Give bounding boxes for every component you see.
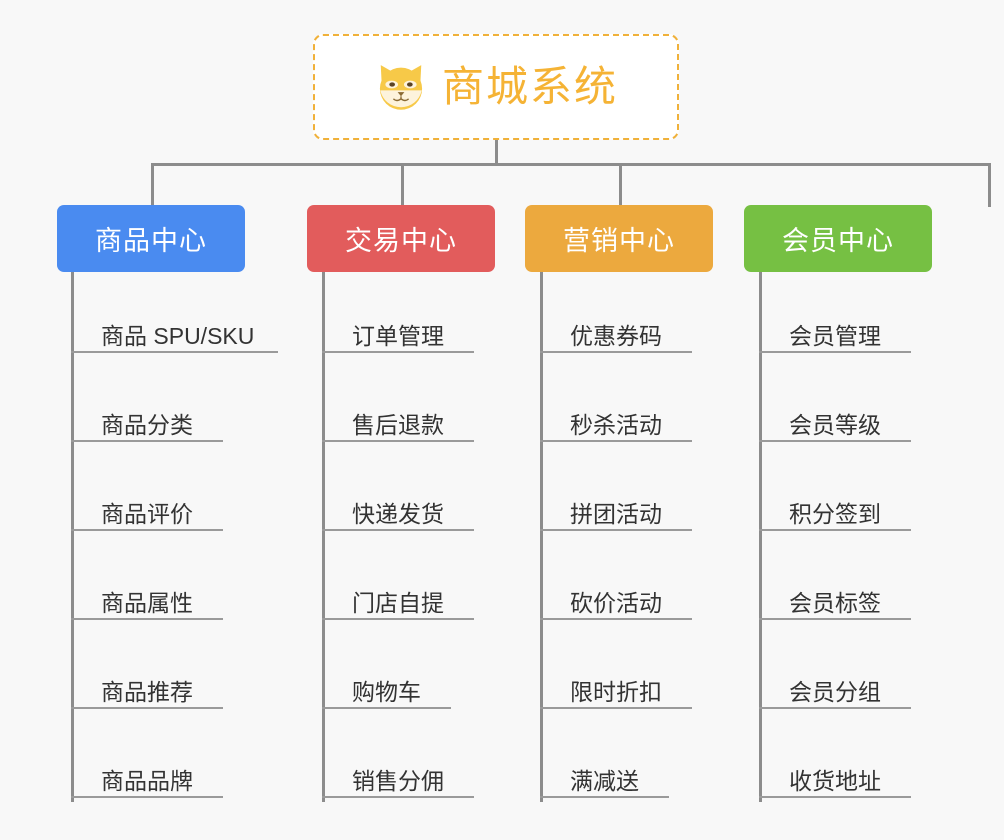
category-label: 营销中心 — [563, 226, 675, 256]
leaf-rule — [540, 529, 692, 531]
spine-member-center — [759, 272, 762, 802]
leaf-rule — [322, 440, 474, 442]
leaf-label: 会员等级 — [789, 412, 881, 438]
connector-root-stem — [495, 140, 498, 165]
leaf-rule — [322, 796, 474, 798]
leaf-label: 优惠券码 — [570, 323, 662, 349]
connector-horizontal-bus — [151, 163, 991, 166]
connector-drop-3 — [619, 163, 622, 207]
leaf-label: 销售分佣 — [352, 768, 444, 794]
leaf-item[interactable]: 商品推荐 — [71, 665, 223, 709]
leaf-rule — [540, 796, 669, 798]
leaf-item[interactable]: 拼团活动 — [540, 487, 692, 531]
leaf-item[interactable]: 订单管理 — [322, 309, 474, 353]
leaf-item[interactable]: 积分签到 — [759, 487, 911, 531]
leaf-item[interactable]: 会员管理 — [759, 309, 911, 353]
leaf-rule — [759, 351, 911, 353]
leaf-label: 满减送 — [570, 768, 639, 794]
connector-drop-2 — [401, 163, 404, 207]
leaf-item[interactable]: 会员标签 — [759, 576, 911, 620]
leaf-rule — [759, 618, 911, 620]
spine-product-center — [71, 272, 74, 802]
category-label: 商品中心 — [95, 226, 207, 256]
category-label: 会员中心 — [782, 226, 894, 256]
shiba-dog-icon — [379, 65, 423, 110]
category-box-product-center[interactable]: 商品中心 — [57, 205, 245, 272]
leaf-label: 商品品牌 — [101, 768, 193, 794]
leaf-item[interactable]: 限时折扣 — [540, 665, 692, 709]
leaf-label: 积分签到 — [789, 501, 881, 527]
leaf-label: 售后退款 — [352, 412, 444, 438]
leaf-item[interactable]: 商品分类 — [71, 398, 223, 442]
category-box-member-center[interactable]: 会员中心 — [744, 205, 932, 272]
leaf-item[interactable]: 秒杀活动 — [540, 398, 692, 442]
leaf-label: 门店自提 — [352, 590, 444, 616]
leaf-item[interactable]: 商品品牌 — [71, 754, 223, 798]
spine-trade-center — [322, 272, 325, 802]
leaf-rule — [322, 351, 474, 353]
leaf-item[interactable]: 会员分组 — [759, 665, 911, 709]
leaf-rule — [322, 529, 474, 531]
leaf-label: 商品属性 — [101, 590, 193, 616]
leaf-rule — [322, 707, 451, 709]
leaf-rule — [71, 440, 223, 442]
leaf-rule — [540, 440, 692, 442]
leaf-label: 商品推荐 — [101, 679, 193, 705]
leaf-rule — [322, 618, 474, 620]
connector-drop-4 — [988, 163, 991, 207]
leaf-item[interactable]: 满减送 — [540, 754, 669, 798]
spine-marketing-center — [540, 272, 543, 802]
leaf-label: 限时折扣 — [570, 679, 662, 705]
leaf-label: 订单管理 — [352, 323, 444, 349]
leaf-label: 会员管理 — [789, 323, 881, 349]
leaf-label: 收货地址 — [789, 768, 881, 794]
leaf-rule — [71, 796, 223, 798]
connector-drop-1 — [151, 163, 154, 207]
leaf-item[interactable]: 门店自提 — [322, 576, 474, 620]
leaf-item[interactable]: 优惠券码 — [540, 309, 692, 353]
leaf-label: 会员标签 — [789, 590, 881, 616]
root-node-shop-system[interactable]: 商城系统 — [313, 34, 679, 140]
leaf-rule — [759, 440, 911, 442]
leaf-rule — [71, 618, 223, 620]
leaf-item[interactable]: 会员等级 — [759, 398, 911, 442]
leaf-label: 商品 SPU/SKU — [101, 323, 255, 349]
leaf-label: 秒杀活动 — [570, 412, 662, 438]
leaf-rule — [71, 707, 223, 709]
leaf-label: 砍价活动 — [570, 590, 662, 616]
leaf-rule — [759, 707, 911, 709]
leaf-item[interactable]: 销售分佣 — [322, 754, 474, 798]
leaf-label: 拼团活动 — [570, 501, 662, 527]
leaf-rule — [540, 351, 692, 353]
leaf-label: 商品分类 — [101, 412, 193, 438]
category-box-marketing-center[interactable]: 营销中心 — [525, 205, 713, 272]
leaf-rule — [759, 796, 911, 798]
leaf-rule — [540, 618, 692, 620]
leaf-item[interactable]: 收货地址 — [759, 754, 911, 798]
leaf-item[interactable]: 快递发货 — [322, 487, 474, 531]
leaf-rule — [71, 351, 278, 353]
leaf-item[interactable]: 售后退款 — [322, 398, 474, 442]
root-title: 商城系统 — [441, 63, 618, 110]
leaf-item[interactable]: 商品评价 — [71, 487, 223, 531]
leaf-label: 商品评价 — [101, 501, 193, 527]
leaf-label: 会员分组 — [789, 679, 881, 705]
leaf-item[interactable]: 商品 SPU/SKU — [71, 309, 278, 353]
leaf-rule — [759, 529, 911, 531]
leaf-item[interactable]: 购物车 — [322, 665, 451, 709]
leaf-item[interactable]: 砍价活动 — [540, 576, 692, 620]
category-box-trade-center[interactable]: 交易中心 — [307, 205, 495, 272]
leaf-label: 快递发货 — [352, 501, 444, 527]
leaf-item[interactable]: 商品属性 — [71, 576, 223, 620]
leaf-rule — [540, 707, 692, 709]
leaf-label: 购物车 — [352, 679, 421, 705]
leaf-rule — [71, 529, 223, 531]
category-label: 交易中心 — [345, 226, 457, 256]
